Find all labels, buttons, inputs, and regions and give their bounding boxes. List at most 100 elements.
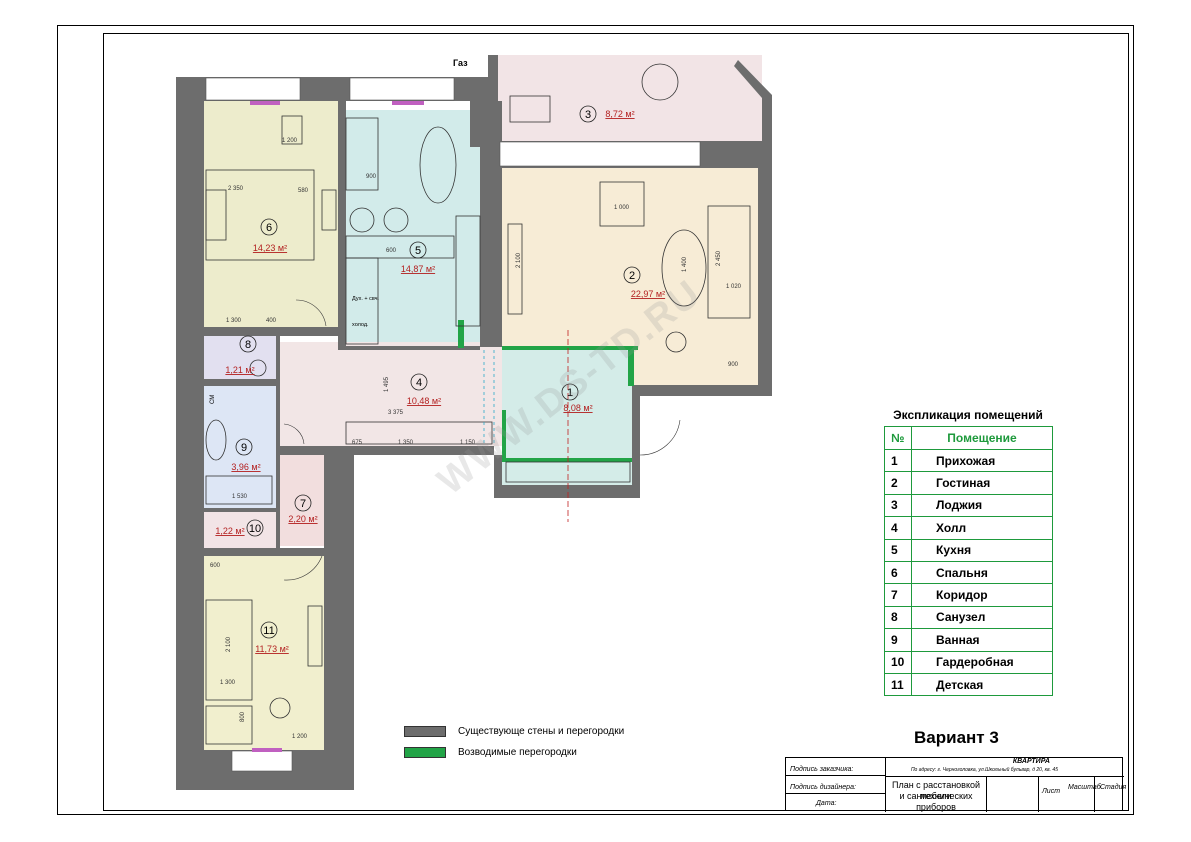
svg-text:1 020: 1 020	[726, 284, 742, 290]
room-4-area: 10,48 м²	[407, 396, 441, 406]
stage-label: Стадия	[1100, 784, 1127, 791]
svg-text:600: 600	[210, 563, 221, 569]
room-6-area: 14,23 м²	[253, 243, 287, 253]
doors	[283, 299, 681, 581]
room-4-number: 4	[416, 377, 422, 389]
sheet-label: Лист	[1042, 788, 1061, 795]
room-3-area: 8,72 м²	[605, 109, 634, 119]
room-3-number: 3	[585, 109, 591, 121]
room-7-area: 2,20 м²	[288, 514, 317, 524]
client-signature-label: Подпись заказчика:	[790, 766, 854, 773]
room-areas: 14,23 м² 14,87 м² 8,72 м² 22,97 м² 10,48…	[215, 109, 665, 654]
legend-new: Возводимые перегородки	[404, 747, 577, 758]
svg-text:1 300: 1 300	[220, 680, 236, 686]
svg-text:900: 900	[366, 174, 377, 180]
svg-text:1 350: 1 350	[398, 440, 414, 446]
room-1-fill	[502, 350, 632, 485]
room-1-area: 8,08 м²	[563, 403, 592, 413]
scale-label: Масштаб	[1068, 784, 1101, 791]
sheet-title-line-2: и сантехнических приборов	[899, 791, 973, 812]
dimension-labels: 1 200 2 350 580 1 300 400 900 600 3 375 …	[210, 138, 742, 740]
window-sills	[250, 101, 424, 752]
room-8-number: 8	[245, 339, 251, 351]
legend-existing-label: Существующе стены и перегородки	[458, 726, 625, 737]
room-2-number: 2	[629, 270, 635, 282]
fridge-label: холод.	[352, 322, 369, 328]
door-swing-lines	[483, 350, 495, 446]
room-3-fill	[498, 55, 762, 141]
svg-text:1 530: 1 530	[232, 494, 248, 500]
room-9-fill	[204, 386, 276, 508]
room-5-fill	[346, 110, 480, 346]
svg-text:600: 600	[386, 248, 397, 254]
room-6-number: 6	[266, 222, 272, 234]
svg-text:2 450: 2 450	[716, 250, 722, 266]
explication-header-row: № Помещение	[884, 426, 1053, 450]
svg-text:2 100: 2 100	[226, 636, 232, 652]
oven-label: Дух. + свч.	[352, 296, 379, 302]
explication-title: Экспликация помещений	[893, 408, 1043, 422]
legend-existing-swatch	[404, 726, 446, 737]
room-6-fill	[204, 101, 338, 327]
new-partitions	[458, 320, 638, 462]
svg-text:1 300: 1 300	[226, 318, 242, 324]
explication-col-number: №	[884, 426, 912, 450]
legend-new-swatch	[404, 747, 446, 758]
svg-text:2 100: 2 100	[516, 252, 522, 268]
object-label: КВАРТИРА	[1012, 758, 1050, 765]
room-9-number: 9	[241, 442, 247, 454]
room-numbers: 6 5 3 2 4 1 8 9 7 10 11	[241, 109, 635, 637]
room-2-area: 22,97 м²	[631, 289, 665, 299]
room-number-circles	[235, 105, 641, 639]
room-8-area: 1,21 м²	[225, 365, 254, 375]
sheet-title-line-1: План с расстановкой мебели	[891, 780, 981, 801]
svg-text:3 375: 3 375	[388, 410, 404, 416]
room-11-area: 11,73 м²	[255, 644, 289, 654]
legend-new-label: Возводимые перегородки	[458, 747, 577, 758]
room-5-number: 5	[415, 245, 421, 257]
svg-text:800: 800	[240, 711, 246, 722]
svg-text:580: 580	[298, 188, 309, 194]
legend-existing: Существующе стены и перегородки	[404, 726, 624, 737]
svg-text:1 150: 1 150	[460, 440, 476, 446]
date-label: Дата:	[816, 800, 837, 807]
room-11-number: 11	[263, 625, 274, 637]
title-block: Подпись заказчика: Подпись дизайнера: Да…	[785, 757, 1127, 812]
address-label: По адресу: г. Черноголовка, ул.Школьный …	[910, 767, 1058, 773]
windows	[205, 77, 701, 772]
room-10-fill	[204, 512, 276, 548]
svg-text:1 495: 1 495	[384, 376, 390, 392]
svg-text:1 200: 1 200	[292, 734, 308, 740]
designer-signature-label: Подпись дизайнера:	[790, 784, 856, 791]
svg-text:900: 900	[728, 362, 739, 368]
svg-text:1 000: 1 000	[614, 205, 630, 211]
svg-text:2 350: 2 350	[228, 186, 244, 192]
room-1-number: 1	[567, 387, 573, 399]
room-7-number: 7	[300, 498, 306, 510]
room-10-area: 1,22 м²	[215, 526, 244, 536]
gas-label: Газ	[453, 58, 468, 68]
svg-text:400: 400	[266, 318, 277, 324]
variant-title: Вариант 3	[914, 728, 999, 747]
svg-text:1 400: 1 400	[682, 256, 688, 272]
room-4-fill	[280, 342, 502, 446]
inner-frame	[103, 33, 1129, 811]
room-11-fill	[204, 556, 324, 750]
washer-label: СМ	[210, 395, 216, 404]
room-10-number: 10	[249, 523, 261, 535]
explication-col-room: Помещение	[911, 426, 1053, 450]
room-9-area: 3,96 м²	[231, 462, 260, 472]
svg-text:675: 675	[352, 440, 363, 446]
